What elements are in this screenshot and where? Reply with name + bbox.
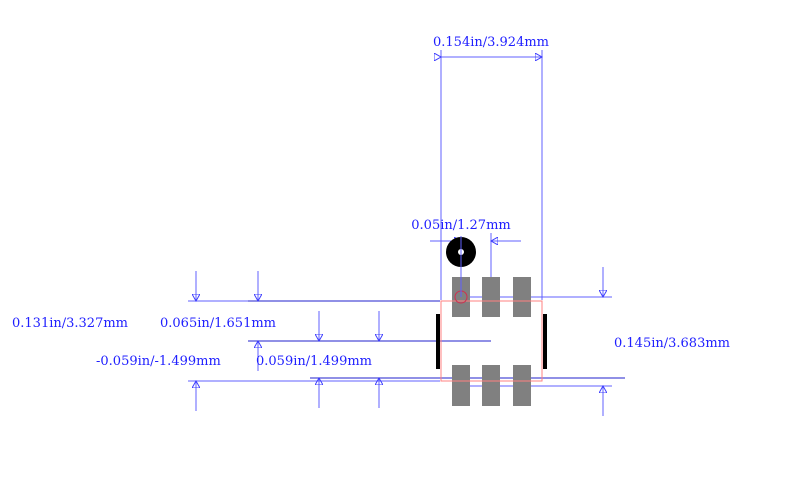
dim-offset-pos: 0.059in/1.499mm	[256, 354, 372, 369]
dim-body-width: 0.154in/3.924mm	[433, 35, 549, 50]
dim-pad-span: 0.145in/3.683mm	[614, 336, 730, 351]
pad-4	[513, 365, 531, 406]
pad-5	[482, 365, 500, 406]
dim-pitch: 0.05in/1.27mm	[411, 218, 510, 233]
package-body-outline	[440, 300, 543, 382]
pad-3	[513, 277, 531, 317]
dim-overall-height: 0.131in/3.327mm	[12, 316, 128, 331]
pad-2	[482, 277, 500, 317]
silkscreen-right	[543, 314, 547, 369]
dim-offset-neg: -0.059in/-1.499mm	[96, 354, 221, 369]
silkscreen-left	[436, 314, 440, 369]
pad-6	[452, 365, 470, 406]
dim-half-height: 0.065in/1.651mm	[160, 316, 276, 331]
